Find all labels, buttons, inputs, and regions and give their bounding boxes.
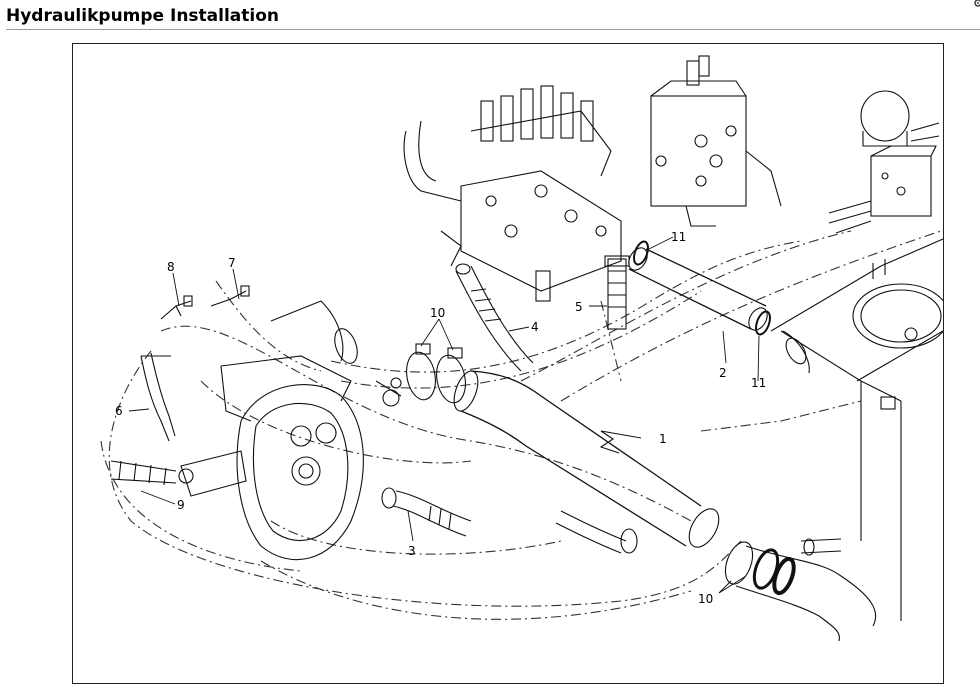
callout-11-lower: 11: [751, 376, 766, 390]
hose-8: [160, 295, 193, 320]
control-valve: [650, 55, 782, 227]
main-valve-bank: [403, 85, 622, 302]
callout-labels: 1 2 3 4 5 6 7 8 9 10 10 11 11: [115, 230, 766, 606]
callout-9: 9: [177, 498, 185, 512]
hose-routing-lines: [100, 230, 942, 620]
callout-7: 7: [228, 256, 236, 270]
callout-10-lower: 10: [698, 592, 713, 606]
callout-3: 3: [408, 544, 416, 558]
clamps-11: [633, 240, 771, 336]
hydraulic-tank: [770, 238, 943, 621]
pipe-1: [453, 370, 720, 548]
hose-7: [210, 285, 250, 307]
hose-3: [381, 487, 638, 554]
hose-4: [455, 263, 534, 372]
callout-11-upper: 11: [671, 230, 686, 244]
gear-icon[interactable]: [966, 0, 980, 14]
clamps-10-upper: [406, 343, 466, 404]
callout-6: 6: [115, 404, 123, 418]
callout-4: 4: [531, 320, 539, 334]
accumulator-valve: [828, 90, 940, 234]
pipe-2: [628, 247, 768, 331]
callout-5: 5: [575, 300, 583, 314]
callout-1: 1: [659, 432, 667, 446]
callout-leaders: [128, 236, 760, 594]
pump-assembly: [110, 300, 402, 561]
callout-2: 2: [719, 366, 727, 380]
callout-8: 8: [167, 260, 175, 274]
lower-elbow-pipe: [724, 538, 877, 642]
page-title: Hydraulikpumpe Installation: [6, 6, 280, 26]
callout-10-upper: 10: [430, 306, 445, 320]
exploded-view-diagram: 1 2 3 4 5 6 7 8 9 10 10 11 11: [72, 43, 944, 684]
pipe-6: [140, 352, 176, 442]
hose-5: [604, 255, 630, 330]
title-divider: [6, 29, 980, 30]
